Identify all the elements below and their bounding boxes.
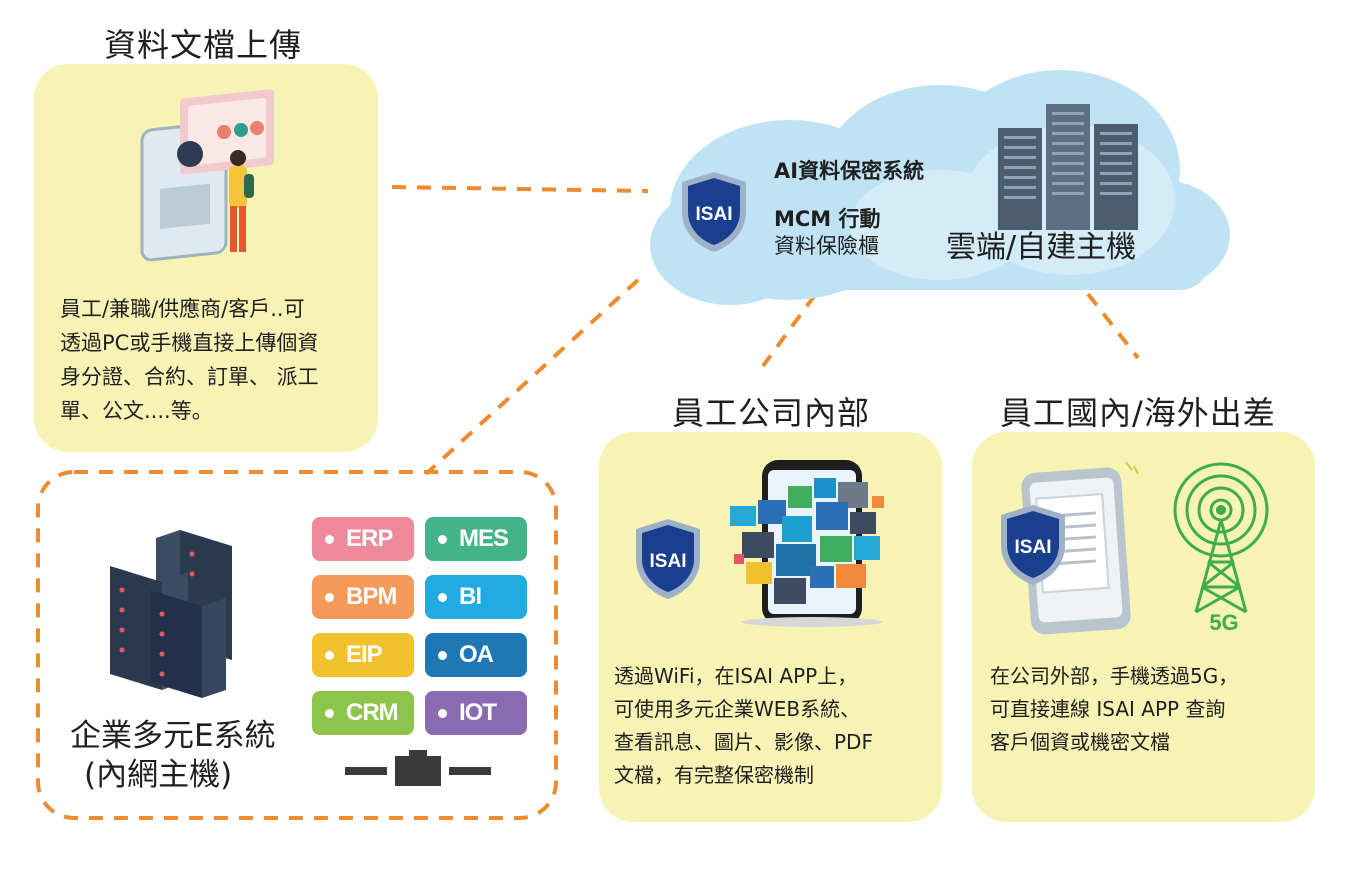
isai-shield-icon: ISAI (636, 519, 700, 599)
enterprise-title: 企業多元E系統 (70, 718, 276, 754)
tag-label: BI (459, 583, 482, 610)
bullet-icon (438, 535, 447, 544)
tag-label: ERP (346, 525, 393, 552)
tag-oa: OA (425, 633, 527, 677)
isai-shield-icon: ISAI (1001, 505, 1065, 585)
bullet-icon (325, 709, 334, 718)
server-rack-icon (998, 104, 1138, 230)
tag-mes: MES (425, 517, 527, 561)
tag-bi: BI (425, 575, 527, 619)
travel-line: 客戶個資或機密文檔 (990, 730, 1170, 754)
travel-title: 員工國內/海外出差 (1000, 394, 1276, 432)
internal-title: 員工公司內部 (672, 394, 871, 432)
cloud-vault-label: 資料保險櫃 (774, 234, 879, 258)
phone-apps-icon (730, 460, 884, 627)
network-connector-icon (345, 750, 491, 786)
signal-label: 5G (1209, 610, 1238, 635)
tag-erp: ERP (312, 517, 414, 561)
bullet-icon (325, 651, 334, 660)
travel-line: 可直接連線 ISAI APP 查詢 (990, 697, 1226, 721)
upload-line: 身分證、合約、訂單、 派工 (60, 365, 319, 389)
cloud-badge-label: ISAI (696, 204, 733, 225)
enterprise-subtitle: (內網主機) (84, 757, 233, 793)
tag-label: OA (459, 641, 494, 668)
upload-title: 資料文檔上傳 (104, 26, 303, 64)
tag-bpm: BPM (312, 575, 414, 619)
travel-line: 在公司外部，手機透過5G， (990, 664, 1239, 688)
tag-label: MES (459, 525, 509, 552)
bullet-icon (438, 593, 447, 602)
tag-label: CRM (346, 699, 399, 726)
isai-shield-icon: ISAI (682, 172, 746, 252)
internal-description: 透過WiFi，在ISAI APP上， 可使用多元企業WEB系統、 查看訊息、圖片… (614, 660, 940, 792)
cloud-host-label: 雲端/自建主機 (946, 230, 1137, 265)
bullet-icon (325, 535, 334, 544)
tag-eip: EIP (312, 633, 414, 677)
upload-illustration-icon (140, 89, 274, 262)
tag-label: EIP (346, 641, 383, 668)
internal-line: 查看訊息、圖片、影像、PDF (614, 730, 873, 754)
tag-crm: CRM (312, 691, 414, 735)
bullet-icon (438, 651, 447, 660)
travel-badge-label: ISAI (1015, 537, 1052, 558)
tag-label: IOT (459, 699, 497, 726)
internal-line: 透過WiFi，在ISAI APP上， (614, 664, 858, 688)
upload-line: 員工/兼職/供應商/客戶..可 (60, 297, 305, 321)
cloud-system-label: AI資料保密系統 (774, 159, 925, 183)
internal-line: 文檔，有完整保密機制 (614, 763, 814, 787)
cloud-mcm-label: MCM 行動 (774, 207, 881, 231)
upload-line: 透過PC或手機直接上傳個資 (60, 331, 319, 355)
enterprise-dashed-box (36, 470, 558, 820)
internal-line: 可使用多元企業WEB系統、 (614, 697, 861, 721)
server-stack-icon (110, 530, 232, 698)
upload-line: 單、公文....等。 (60, 399, 213, 423)
signal-tower-icon: 5G (1173, 462, 1269, 635)
internal-badge-label: ISAI (650, 551, 687, 572)
upload-description: 員工/兼職/供應商/客戶..可 透過PC或手機直接上傳個資 身分證、合約、訂單、… (60, 292, 372, 428)
tag-label: BPM (346, 583, 397, 610)
tag-iot: IOT (425, 691, 527, 735)
bullet-icon (325, 593, 334, 602)
travel-description: 在公司外部，手機透過5G， 可直接連線 ISAI APP 查詢 客戶個資或機密文… (990, 660, 1310, 759)
bullet-icon (438, 709, 447, 718)
